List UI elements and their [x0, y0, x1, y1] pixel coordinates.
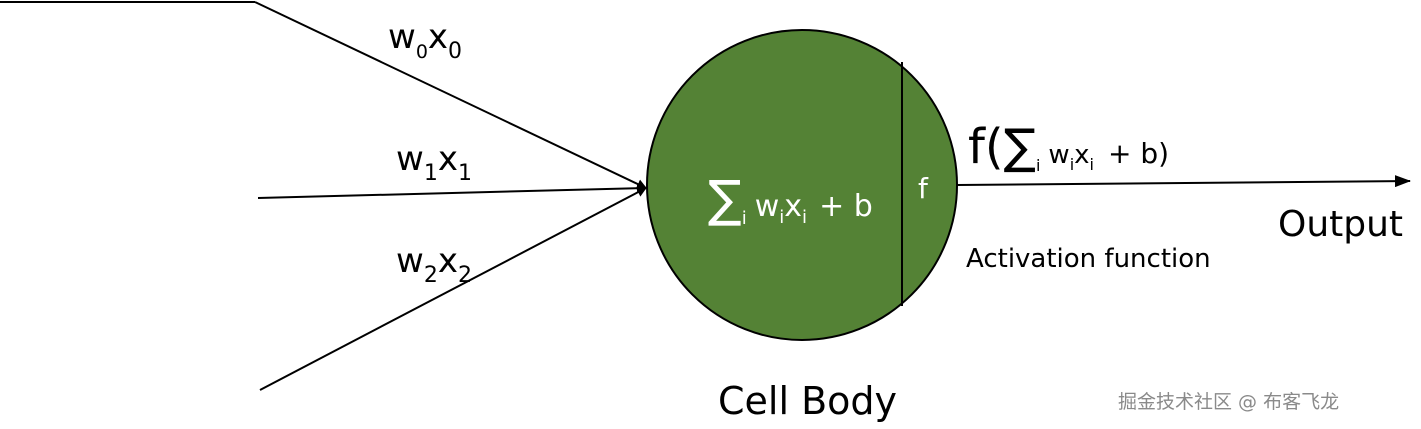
output-label: Output	[1278, 204, 1403, 245]
input-label-1: w1x1	[396, 139, 472, 186]
watermark: 掘金技术社区 @ 布客飞龙	[1118, 391, 1339, 413]
input-arrow-0	[254, 1, 647, 189]
activation-function-label: Activation function	[966, 244, 1211, 274]
cell-body-circle	[646, 29, 958, 341]
input-label-2: w2x2	[396, 241, 472, 288]
input-arrow-1	[257, 183, 647, 199]
cell-body-label: Cell Body	[718, 379, 897, 423]
input-arrow-2	[259, 187, 647, 391]
activation-symbol: f	[918, 172, 929, 205]
output-arrow	[956, 175, 1411, 188]
input-label-0: w0x0	[388, 17, 462, 64]
